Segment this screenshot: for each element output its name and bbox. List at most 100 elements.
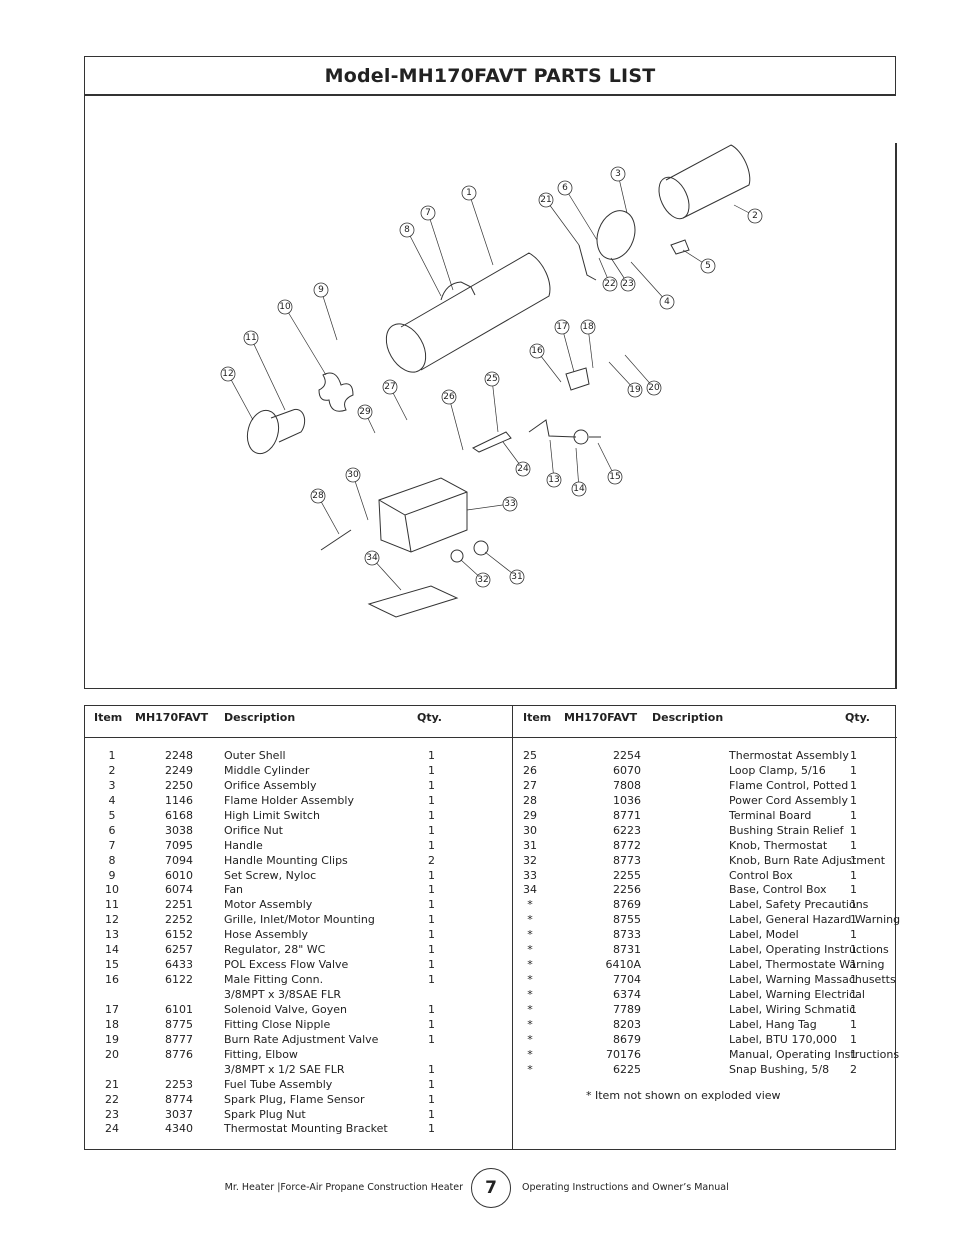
qty-cell: 1 xyxy=(850,913,857,927)
part-number-cell: 8733 xyxy=(613,928,641,942)
svg-text:26: 26 xyxy=(443,392,455,402)
part-number-cell: 8769 xyxy=(613,898,641,912)
part-number-cell: 7704 xyxy=(613,973,641,987)
description-cell: Label, Wiring Schmatic xyxy=(729,1002,856,1016)
callout-21: 21 xyxy=(538,192,554,208)
part-number-cell: 8773 xyxy=(613,853,641,867)
item-cell: * xyxy=(527,1017,533,1031)
part-number-cell: 6410A xyxy=(605,958,641,972)
description-cell: Snap Bushing, 5/8 xyxy=(729,1062,830,1076)
item-cell: * xyxy=(527,988,533,1001)
item-cell: * xyxy=(527,1032,533,1046)
svg-text:31: 31 xyxy=(511,572,522,582)
title-box: Model-MH170FAVT PARTS LIST xyxy=(85,57,895,95)
description-cell: Label, Thermostate Warning xyxy=(729,958,885,972)
svg-text:19: 19 xyxy=(629,385,641,395)
qty-cell: 1 xyxy=(428,913,435,927)
callout-23: 23 xyxy=(620,276,636,292)
callout-33: 33 xyxy=(502,496,518,512)
description-cell: Solenoid Valve, Goyen xyxy=(224,1002,348,1016)
qty-cell: 1 xyxy=(850,1047,857,1061)
part-number-cell: 2248 xyxy=(165,749,193,762)
part-number-cell: 2254 xyxy=(613,749,641,762)
header-model: MH170FAVT xyxy=(564,711,638,724)
item-cell: 28 xyxy=(523,793,537,807)
description-cell: 3/8MPT x 3/8SAE FLR xyxy=(224,988,342,1001)
item-cell: 8 xyxy=(108,853,116,867)
svg-text:30: 30 xyxy=(347,470,359,480)
svg-text:15: 15 xyxy=(609,472,620,482)
part-number-cell: 6074 xyxy=(165,883,193,897)
item-cell: * xyxy=(527,1047,533,1061)
item-cell: 21 xyxy=(105,1077,119,1091)
callout-13: 13 xyxy=(546,472,562,488)
exploded-view-drawing: 1 2 3 4 5 6 7 8 9 10 11 12 13 14 15 16 1… xyxy=(220,144,763,618)
part-number-cell: 2256 xyxy=(613,883,641,897)
qty-cell: 1 xyxy=(428,1092,435,1106)
part-number-cell: 8772 xyxy=(613,838,641,852)
item-cell: 10 xyxy=(105,883,119,897)
callout-25: 25 xyxy=(484,371,500,387)
svg-text:11: 11 xyxy=(245,333,256,343)
qty-cell: 1 xyxy=(850,808,857,822)
page-footer: Mr. Heater |Force-Air Propane Constructi… xyxy=(0,1168,954,1208)
part-number-cell: 7789 xyxy=(613,1002,641,1016)
callout-30: 30 xyxy=(345,467,361,483)
svg-text:27: 27 xyxy=(384,382,395,392)
callout-32: 32 xyxy=(475,572,491,588)
part-number-cell: 8771 xyxy=(613,808,641,822)
description-cell: Label, Operating Instructions xyxy=(729,943,889,957)
item-cell: 25 xyxy=(523,749,537,762)
qty-cell: 1 xyxy=(428,808,435,822)
item-cell: 12 xyxy=(105,913,119,927)
callout-17: 17 xyxy=(554,319,570,335)
svg-text:4: 4 xyxy=(664,297,670,307)
callout-4: 4 xyxy=(659,294,675,310)
qty-cell: 1 xyxy=(850,958,857,972)
item-cell: 4 xyxy=(108,793,116,807)
svg-text:12: 12 xyxy=(222,369,233,379)
qty-cell: 1 xyxy=(428,973,435,987)
description-cell: Fan xyxy=(224,883,244,897)
header-item: Item xyxy=(94,711,123,724)
callout-22: 22 xyxy=(602,276,618,292)
qty-cell: 1 xyxy=(850,853,857,867)
description-cell: Loop Clamp, 5/16 xyxy=(729,763,826,777)
description-cell: Flame Control, Potted xyxy=(729,778,849,792)
callout-24: 24 xyxy=(515,461,531,477)
description-cell: Manual, Operating Instructions xyxy=(729,1047,900,1061)
part-number-cell: 8203 xyxy=(613,1017,641,1031)
item-cell: 20 xyxy=(105,1047,119,1061)
part-number-cell: 6257 xyxy=(165,943,193,957)
qty-cell: 1 xyxy=(850,898,857,912)
qty-cell: 1 xyxy=(850,763,857,777)
description-cell: Flame Holder Assembly xyxy=(224,793,354,807)
callout-31: 31 xyxy=(509,569,525,585)
part-number-cell: 2255 xyxy=(613,868,641,882)
item-cell: 14 xyxy=(105,943,119,957)
part-number-cell: 3038 xyxy=(165,823,193,837)
footnote: * Item not shown on exploded view xyxy=(586,1089,781,1102)
part-number-cell: 6433 xyxy=(165,958,193,972)
item-cell: 18 xyxy=(105,1017,119,1031)
description-cell: Knob, Thermostat xyxy=(729,838,828,852)
callout-2: 2 xyxy=(747,208,763,224)
part-number-cell: 2253 xyxy=(165,1077,193,1091)
qty-cell: 1 xyxy=(850,793,857,807)
qty-cell: 1 xyxy=(428,1017,435,1031)
part-number-cell: 4340 xyxy=(165,1122,193,1136)
description-cell: Male Fitting Conn. xyxy=(224,973,324,987)
qty-cell: 1 xyxy=(850,988,857,1001)
